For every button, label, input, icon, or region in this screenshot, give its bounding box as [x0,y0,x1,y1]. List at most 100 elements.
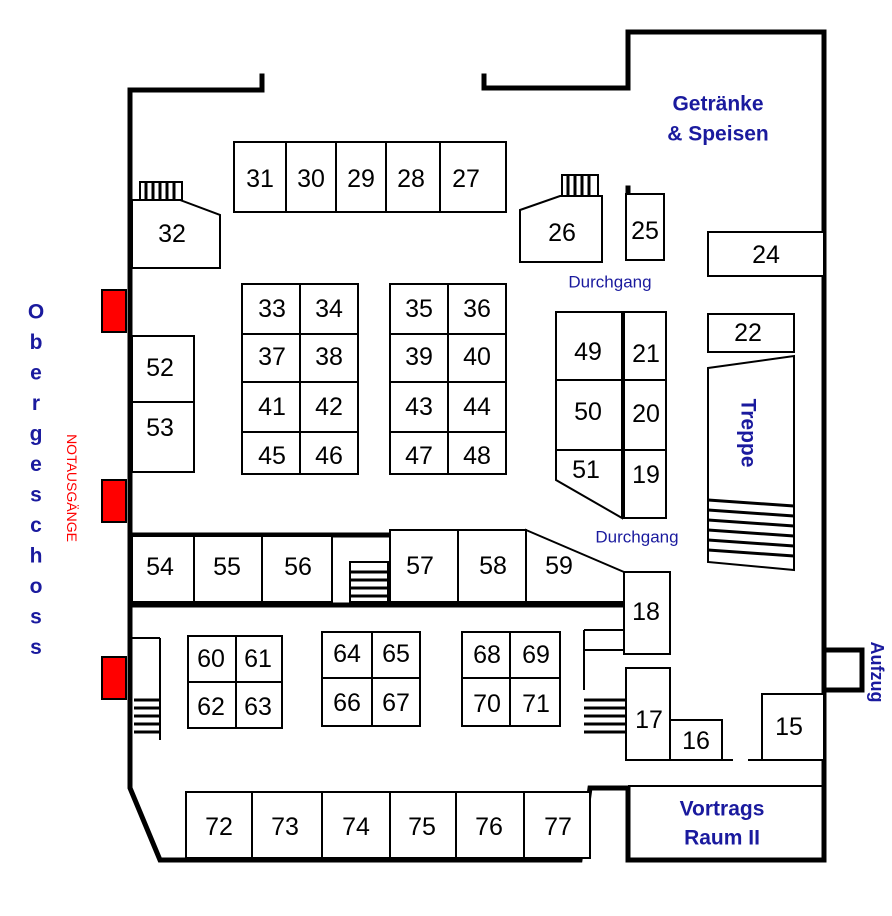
booth-label: 68 [473,641,501,669]
booth-label: 42 [315,393,343,421]
booth-27[interactable] [439,141,507,213]
booth-63[interactable] [235,681,283,729]
booth-29[interactable] [335,141,387,213]
booth-44[interactable] [447,381,507,433]
booth-label: 59 [545,552,573,580]
main-staircase [707,354,795,572]
floor-name-letter: s [30,484,42,507]
booth-label: 70 [473,690,501,718]
booth-55[interactable] [193,535,263,603]
booth-label: 19 [632,461,660,489]
booth-20[interactable] [623,379,667,451]
booth-57[interactable] [389,529,459,603]
booth-label: 29 [347,165,375,193]
emergency-exits-label: NOTAUSGÄNGE [64,434,80,542]
booth-30[interactable] [285,141,337,213]
booth-19[interactable] [623,449,667,519]
booth-label: 26 [548,219,576,247]
stair-glyphs [134,174,795,734]
booth-label: 65 [382,640,410,668]
passage-label-mid: Durchgang [595,528,678,547]
elevator-label: Aufzug [867,642,887,703]
booth-label: 51 [572,456,600,484]
booth-label: 20 [632,400,660,428]
booth-73[interactable] [251,791,323,859]
booth-15[interactable] [761,693,825,761]
booth-label: 60 [197,645,225,673]
booth-72[interactable] [185,791,253,859]
booth-69[interactable] [509,631,561,679]
booth-label: 67 [382,689,410,717]
booth-47[interactable] [389,431,449,475]
booth-67[interactable] [371,677,421,727]
area-labels: Getränke & Speisen Durchgang Durchgang V… [28,93,887,850]
booth-60[interactable] [187,635,237,683]
booths [131,141,825,859]
booth-34[interactable] [299,283,359,335]
booth-61[interactable] [235,635,283,683]
booth-24[interactable] [707,231,825,277]
booth-32[interactable] [131,199,221,269]
floor-name-letter: c [30,514,42,537]
booth-77[interactable] [523,791,591,859]
booth-label: 32 [158,220,186,248]
emergency-exit-markers [101,289,127,700]
booth-label: 72 [205,813,233,841]
booth-label: 48 [463,442,491,470]
booth-label: 47 [405,442,433,470]
booth-38[interactable] [299,333,359,383]
booth-71[interactable] [509,677,561,727]
booth-label: 35 [405,295,433,323]
floor-name-letter: s [30,636,42,659]
booth-label: 24 [752,241,780,269]
booth-45[interactable] [241,431,301,475]
booth-64[interactable] [321,631,373,679]
lecture-room-label: Vortrags [680,798,765,821]
booth-74[interactable] [321,791,391,859]
emergency-exit-3 [101,656,127,700]
floor-name-label: ObergeschossObergeschoss [28,301,44,660]
booth-42[interactable] [299,381,359,433]
booth-46[interactable] [299,431,359,475]
booth-label: 15 [775,713,803,741]
booth-54[interactable] [131,535,195,603]
stairs-icon [139,181,183,201]
booth-label: 17 [635,706,663,734]
booth-31[interactable] [233,141,287,213]
booth-numbers: 31 30 29 28 27 32 26 25 24 22 33 34 37 3… [146,165,803,841]
booth-label: 31 [246,165,274,193]
booth-label: 30 [297,165,325,193]
booth-label: 74 [342,813,370,841]
booth-label: 37 [258,343,286,371]
booth-52[interactable] [131,335,195,403]
booth-22[interactable] [707,313,795,353]
booth-label: 56 [284,553,312,581]
passage-label-top: Durchgang [568,273,651,292]
booth-49[interactable] [555,311,623,381]
booth-label: 27 [452,165,480,193]
booth-17[interactable] [625,667,671,761]
booth-16[interactable] [669,719,723,761]
booth-label: 55 [213,553,241,581]
booth-label: 16 [682,727,710,755]
booth-53[interactable] [131,401,195,473]
booth-28[interactable] [385,141,441,213]
booth-label: 25 [631,217,659,245]
stairs-icon [134,698,160,734]
booth-66[interactable] [321,677,373,727]
booth-label: 57 [406,552,434,580]
booth-62[interactable] [187,681,237,729]
booth-label: 75 [408,813,436,841]
booth-51[interactable] [555,449,623,520]
booth-25[interactable] [625,193,665,261]
booth-label: 22 [734,319,762,347]
stairs-icon [561,174,599,198]
booth-label: 71 [522,690,550,718]
food-area-label: Getränke [672,93,763,116]
booth-48[interactable] [447,431,507,475]
booth-18[interactable] [623,571,671,655]
booth-26[interactable] [519,195,603,263]
booth-label: 46 [315,442,343,470]
booth-56[interactable] [261,535,333,603]
booth-label: 73 [271,813,299,841]
